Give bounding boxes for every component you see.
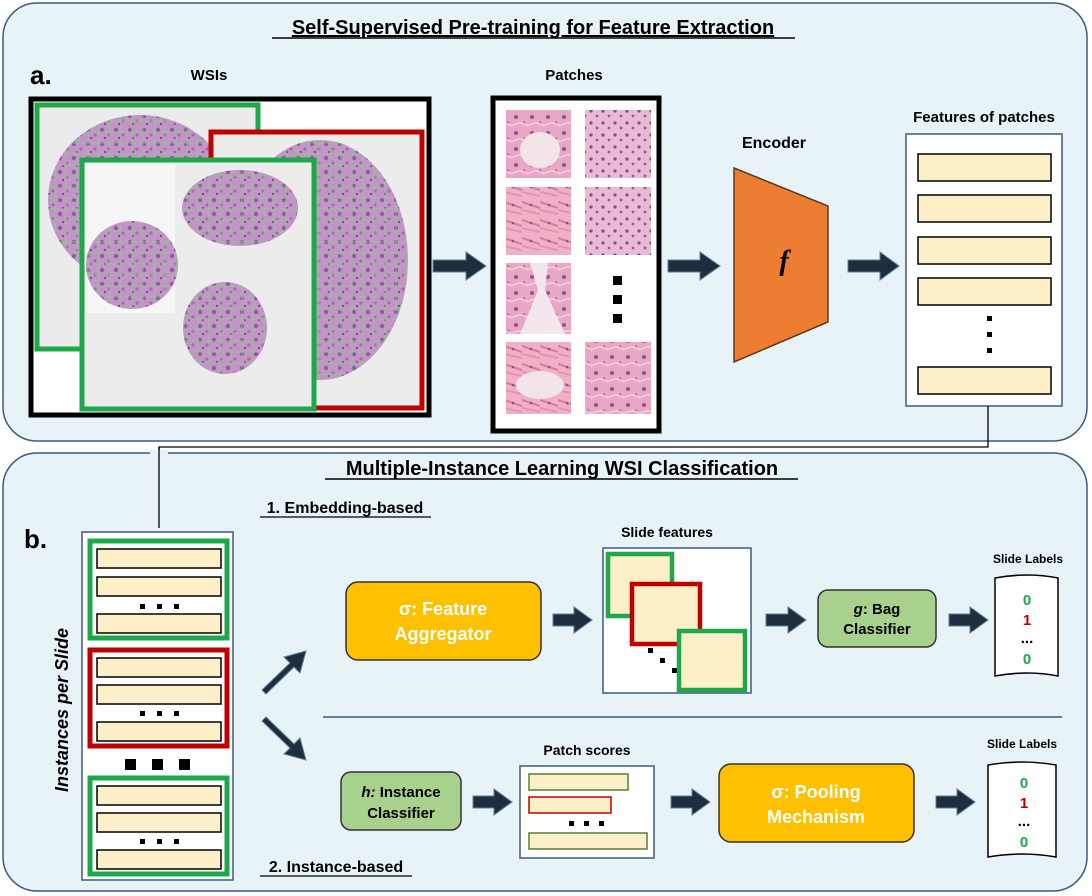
wsi-stack xyxy=(28,96,432,418)
feature-row xyxy=(917,236,1052,265)
slide-label-top-1: 0 xyxy=(1023,592,1031,609)
panel-b-letter: b. xyxy=(24,524,47,554)
instance-classifier-line2: Classifier xyxy=(367,805,435,822)
arrow-wsi-to-patches xyxy=(432,251,487,281)
panel-a-letter: a. xyxy=(30,60,52,90)
slide-features-label: Slide features xyxy=(621,524,713,540)
encoder-trapezoid xyxy=(733,166,829,364)
patches-ellipsis xyxy=(613,276,622,323)
bag-classifier-box xyxy=(817,589,937,648)
feature-aggregator-line2: Aggregator xyxy=(394,624,491,644)
feature-row xyxy=(917,366,1052,395)
patches-grid xyxy=(490,95,662,434)
instance-heading: 2. Instance-based xyxy=(269,859,403,876)
patch-scores-label: Patch scores xyxy=(543,742,630,758)
arrow-features-to-bag xyxy=(765,606,807,634)
wsis-label: WSIs xyxy=(191,67,228,84)
instance-bag-red xyxy=(87,647,230,749)
arrow-pooling-to-labels xyxy=(935,788,976,816)
svg-text:h: Instance: h: Instance xyxy=(361,784,440,801)
pooling-box xyxy=(718,763,915,843)
features-label: Features of patches xyxy=(913,109,1055,126)
feature-aggregator-symbol: σ: xyxy=(399,599,417,619)
svg-text:σ: Pooling: σ: Pooling xyxy=(771,782,860,802)
arrow-scores-to-pooling xyxy=(670,788,711,816)
arrow-encoder-to-features xyxy=(847,251,900,281)
instance-classifier-box xyxy=(340,771,462,831)
feature-aggregator-box xyxy=(345,581,542,661)
instance-bag-green xyxy=(87,538,230,641)
patch-4 xyxy=(585,187,651,255)
patch-7 xyxy=(585,342,651,414)
feature-row xyxy=(917,153,1052,182)
pooling-line2: Mechanism xyxy=(767,807,865,827)
patch-scores-stack xyxy=(519,765,655,859)
bag-classifier-line2: Classifier xyxy=(843,621,911,638)
instance-classifier-symbol: h: xyxy=(361,784,375,801)
slide-labels-bottom-scroll xyxy=(987,761,1057,858)
arrow-to-embedding xyxy=(261,650,307,695)
instances-label: Instances per Slide xyxy=(52,628,72,792)
encoder-label: Encoder xyxy=(742,135,806,152)
features-stack xyxy=(905,133,1063,407)
slide-label-top-2: 1 xyxy=(1023,612,1031,629)
bag-classifier-symbol: g xyxy=(853,601,863,618)
slide-label-bottom-dots: ... xyxy=(1018,813,1031,830)
slide-label-bottom-2: 1 xyxy=(1020,795,1028,812)
encoder-symbol: f xyxy=(779,246,791,277)
pooling-symbol: σ: xyxy=(771,782,789,802)
arrow-aggregator-to-features xyxy=(552,606,593,634)
svg-text:g: Bag: g: Bag xyxy=(853,601,901,618)
slide-label-top-3: 0 xyxy=(1023,651,1031,668)
arrow-to-instance xyxy=(261,716,307,761)
patches-label: Patches xyxy=(545,67,603,84)
bag-classifier-line1: : Bag xyxy=(863,601,901,618)
feature-aggregator-line1: Feature xyxy=(417,599,487,619)
instance-bag-green xyxy=(87,775,230,877)
embedding-heading: 1. Embedding-based xyxy=(267,500,423,517)
panel-b-title: Multiple-Instance Learning WSI Classific… xyxy=(346,458,778,480)
slide-label-bottom-1: 0 xyxy=(1020,775,1028,792)
feature-row xyxy=(917,277,1052,306)
slide-labels-bottom-title: Slide Labels xyxy=(987,737,1057,751)
features-ellipsis xyxy=(987,316,992,353)
panel-a-title: Self-Supervised Pre-training for Feature… xyxy=(292,17,774,39)
slide-labels-top-scroll xyxy=(994,574,1059,677)
slide-label-bottom-3: 0 xyxy=(1020,834,1028,851)
patch-3 xyxy=(506,187,571,255)
instances-stack xyxy=(81,531,234,881)
arrow-patches-to-encoder xyxy=(667,251,721,281)
arrow-instance-to-scores xyxy=(472,788,513,816)
slide-labels-top-title: Slide Labels xyxy=(993,552,1063,566)
instance-classifier-line1: Instance xyxy=(376,784,441,801)
svg-text:σ: Feature: σ: Feature xyxy=(399,599,487,619)
slide-label-top-dots: ... xyxy=(1021,630,1034,647)
arrow-bag-to-labels xyxy=(948,606,989,634)
slide-features-stack xyxy=(602,547,752,694)
feature-row xyxy=(917,194,1052,223)
pooling-line1: Pooling xyxy=(790,782,861,802)
patch-2 xyxy=(585,110,651,178)
